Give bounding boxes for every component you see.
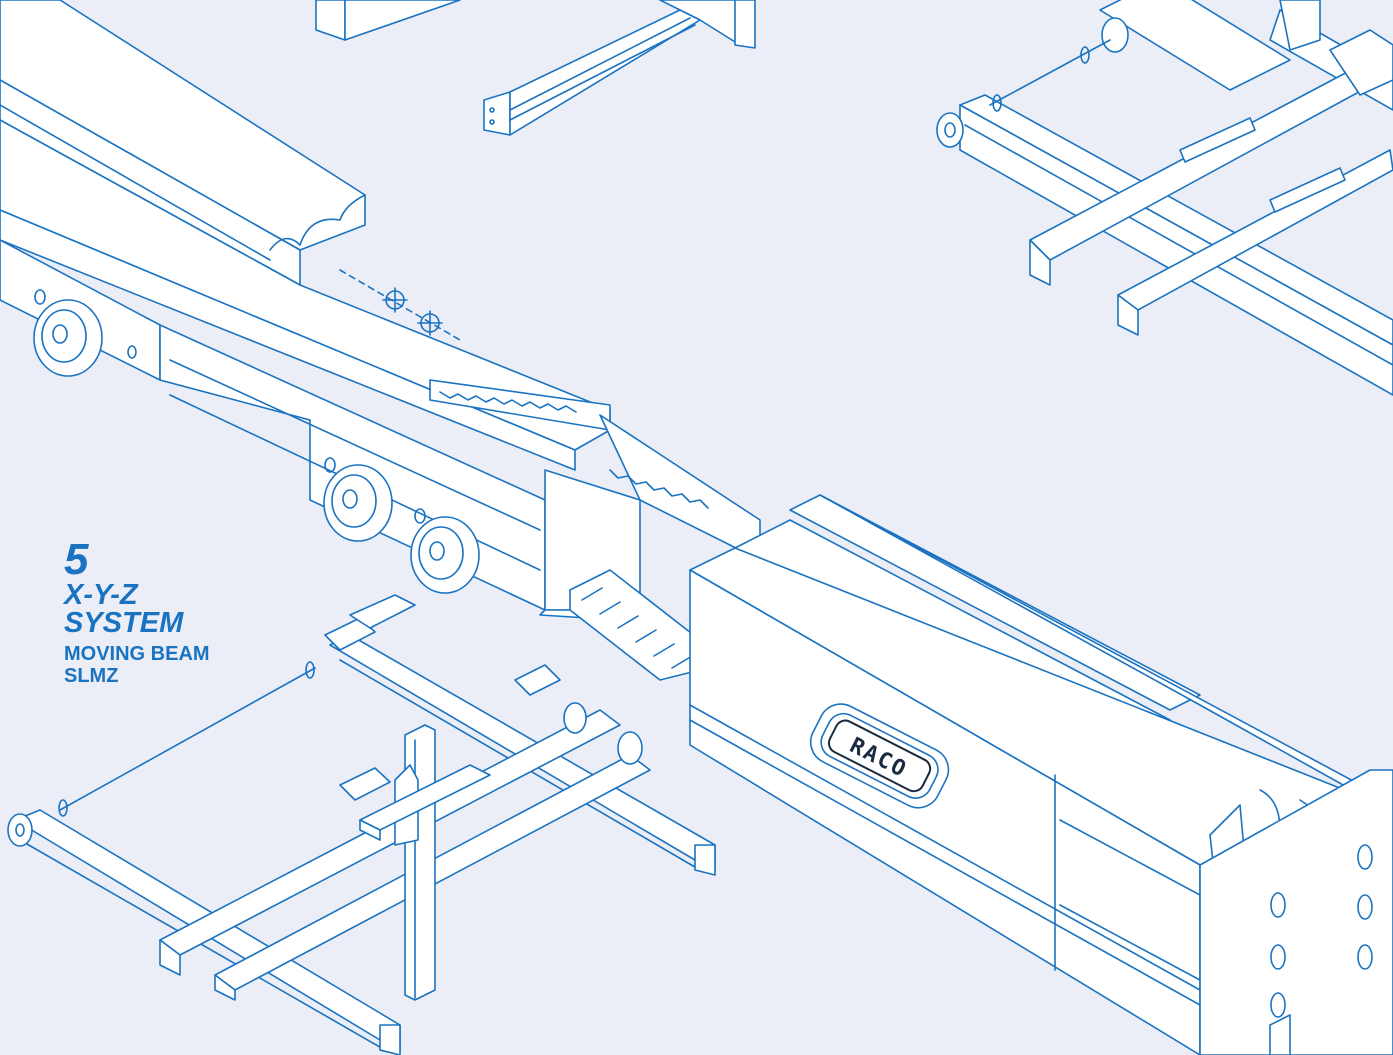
section-caption: 5 X-Y-Z SYSTEM MOVING BEAM SLMZ bbox=[64, 535, 210, 688]
system-title-line-2: SYSTEM bbox=[64, 606, 184, 639]
top-rail-fragment bbox=[316, 0, 755, 135]
system-title-line-1: X-Y-Z bbox=[64, 579, 138, 611]
wheel-1 bbox=[34, 290, 102, 376]
wheel-2 bbox=[324, 458, 392, 541]
wheel-3 bbox=[411, 509, 479, 593]
guide-wheels bbox=[34, 290, 479, 593]
section-number: 5 bbox=[64, 535, 89, 584]
raco-logo-badge: RACO bbox=[803, 696, 956, 815]
xy-frame-assembly-top-right bbox=[937, 0, 1393, 395]
subtitle-line-2: SLMZ bbox=[64, 665, 119, 688]
subtitle-line-1: MOVING BEAM bbox=[64, 643, 210, 666]
beam-profile-rail bbox=[690, 495, 1393, 1055]
xyz-gantry-assembly bbox=[8, 595, 715, 1055]
